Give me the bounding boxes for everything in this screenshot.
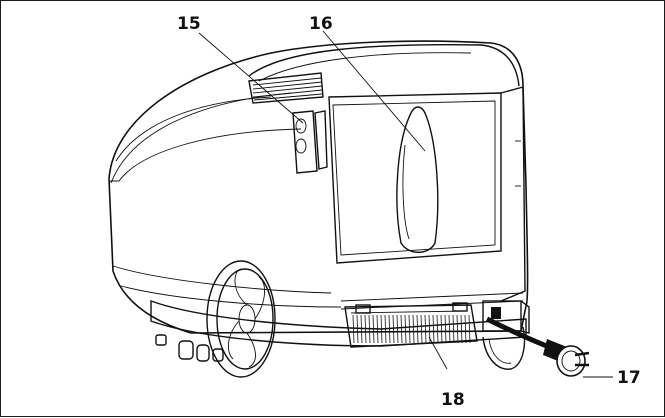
top-lid	[248, 44, 520, 87]
grille-bar	[404, 314, 407, 344]
grille-bar	[388, 314, 391, 344]
grille-bar	[436, 314, 439, 344]
grille-bar	[352, 314, 355, 344]
water-tank	[328, 92, 502, 264]
power-cable	[485, 316, 550, 350]
grille-bar	[412, 314, 415, 344]
grille-bar	[360, 314, 363, 344]
grille-bar	[380, 314, 383, 344]
callout-16: 16	[309, 14, 333, 34]
grille-bar	[432, 314, 435, 344]
grille-bar	[416, 314, 419, 344]
callout-15: 15	[177, 14, 201, 34]
power-plug	[543, 339, 590, 377]
grille-bar	[372, 314, 375, 344]
grille-bar	[356, 314, 359, 344]
grille-bar	[392, 314, 395, 344]
appliance-body	[108, 40, 529, 334]
grille-bar	[444, 314, 447, 344]
leader-line-16	[322, 30, 426, 152]
grille-bar	[424, 314, 427, 344]
grille-bar	[400, 314, 403, 344]
grille-bar	[376, 314, 379, 344]
casters	[155, 334, 224, 362]
grille-bar	[368, 314, 371, 344]
grille-bar	[396, 314, 399, 344]
grille-bar	[468, 314, 471, 344]
leader-line-18	[428, 336, 448, 370]
grille-bar	[448, 314, 451, 344]
grille-bar	[452, 314, 455, 344]
grille-bar	[364, 314, 367, 344]
cable-outlet	[482, 300, 530, 334]
grille-bar	[440, 314, 443, 344]
grille-bar	[460, 314, 463, 344]
left-wheel	[206, 260, 276, 378]
front-grille	[344, 302, 478, 348]
side-grip	[292, 110, 328, 174]
leader-line-15	[198, 32, 304, 124]
callout-17: 17	[617, 368, 641, 388]
side-panel-lines	[110, 92, 292, 184]
grille-bar	[408, 314, 411, 344]
grille-bar	[464, 314, 467, 344]
grille-bar	[456, 314, 459, 344]
callout-18: 18	[441, 390, 465, 410]
right-wheel	[482, 326, 526, 370]
grille-bar	[420, 314, 423, 344]
grille-bar	[384, 314, 387, 344]
